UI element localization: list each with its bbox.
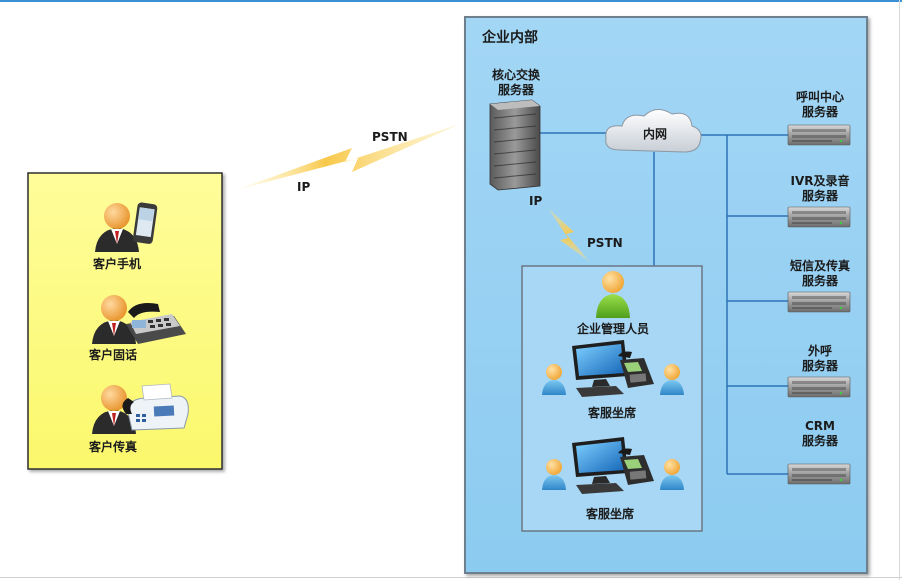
server-label-line1: 外呼 (808, 343, 832, 358)
inner-link-bottom-label: PSTN (587, 236, 623, 250)
right-rule (899, 0, 900, 580)
enterprise-title: 企业内部 (481, 29, 538, 46)
server-label-line2: 服务器 (802, 358, 839, 373)
agent-group-label: 客服坐席 (587, 405, 636, 420)
server-label-line2: 服务器 (802, 188, 839, 203)
server-label-line2: 服务器 (802, 433, 839, 448)
server-label-line2: 服务器 (802, 273, 839, 288)
server-label-line1: IVR及录音 (791, 173, 850, 188)
customer-landline-label: 客户固话 (88, 347, 137, 362)
core-switch: 核心交换 服务器 (489, 67, 541, 191)
inner-link-top-label: IP (529, 194, 542, 208)
server-rack-icon (787, 206, 851, 228)
intranet-label: 内网 (643, 126, 667, 141)
server-call-center: 呼叫中心 服务器 (787, 89, 851, 146)
server-rack-icon (787, 124, 851, 146)
agent-group-1: 客服坐席 (542, 340, 684, 420)
external-link: PSTN IP (236, 124, 460, 194)
top-rule (0, 0, 902, 2)
server-label-line1: 短信及传真 (790, 258, 850, 273)
manager: 企业管理人员 (576, 271, 649, 336)
server-label-line1: 呼叫中心 (796, 89, 844, 104)
external-lightning-icon (236, 124, 460, 190)
server-rack-icon (787, 463, 851, 485)
intranet-cloud: 内网 (605, 109, 702, 153)
customer-fax: 客户传真 (88, 383, 189, 454)
core-switch-label-line1: 核心交换 (492, 67, 541, 82)
server-label-line2: 服务器 (802, 104, 839, 119)
customer-mobile-label: 客户手机 (92, 256, 141, 271)
agent-group-2: 客服坐席 (542, 437, 684, 521)
switch-rack-icon (489, 99, 541, 191)
customer-landline: 客户固话 (88, 295, 186, 362)
inner-link: IP PSTN (529, 194, 623, 262)
server-rack-icon (787, 376, 851, 398)
server-outbound: 外呼 服务器 (787, 343, 851, 398)
server-ivr: IVR及录音 服务器 (787, 173, 851, 228)
bottom-rule (0, 577, 902, 578)
person-mobile-phone-icon (95, 202, 158, 252)
customer-fax-label: 客户传真 (88, 439, 137, 454)
person-fax-machine-icon (92, 383, 189, 434)
server-crm: CRM 服务器 (787, 419, 851, 485)
manager-person-icon (596, 271, 630, 318)
external-link-bottom-label: IP (297, 180, 310, 194)
core-switch-label-line2: 服务器 (498, 82, 535, 97)
customer-mobile: 客户手机 (92, 202, 158, 271)
inner-lightning-icon (548, 208, 590, 262)
person-desk-phone-icon (92, 295, 186, 344)
server-sms-fax: 短信及传真 服务器 (787, 258, 851, 313)
connector-lines (540, 132, 789, 475)
manager-label: 企业管理人员 (576, 321, 649, 336)
agent-group-label: 客服坐席 (585, 506, 634, 521)
cloud-icon (605, 109, 702, 153)
server-label-line1: CRM (805, 419, 835, 433)
external-link-top-label: PSTN (372, 130, 408, 144)
server-rack-icon (787, 291, 851, 313)
